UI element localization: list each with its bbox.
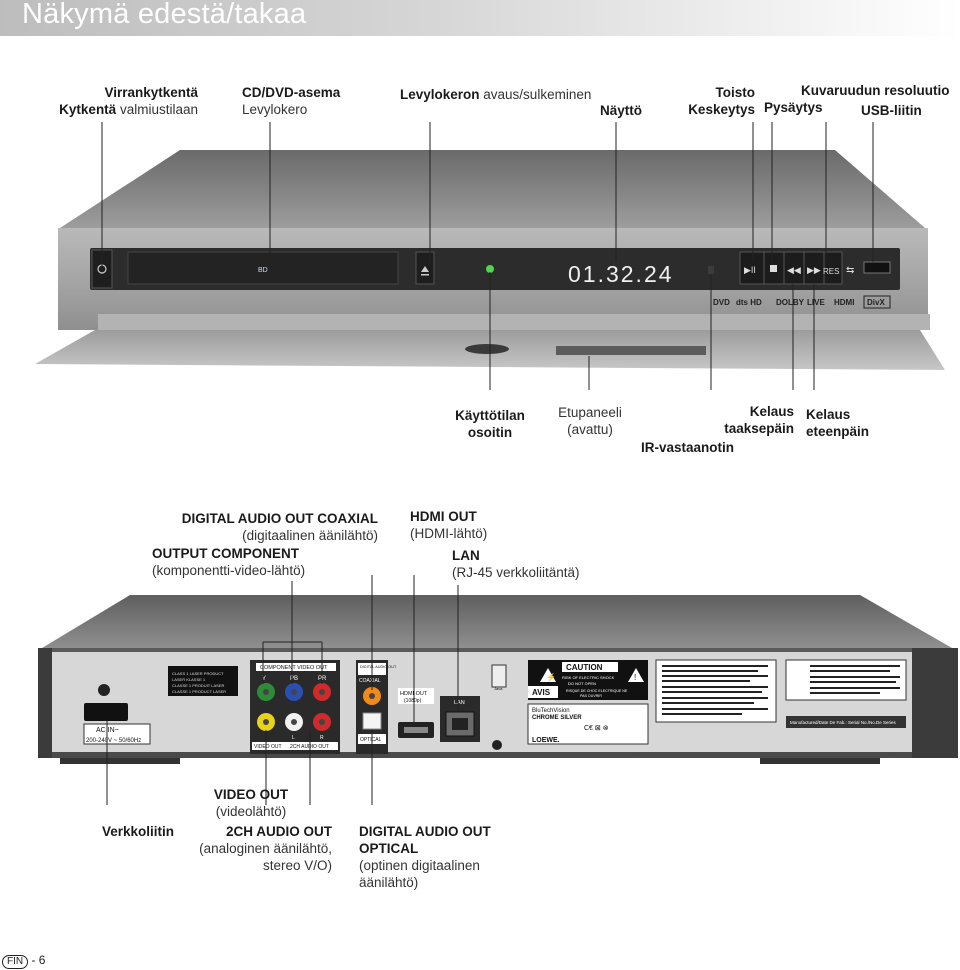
- label-disc-drive: CD/DVD-asema Levylokero: [242, 85, 341, 117]
- svg-text:LASER KLASSE 1: LASER KLASSE 1: [172, 677, 206, 682]
- rear-leader-lines: [106, 575, 459, 805]
- svg-text:Y: Y: [262, 676, 266, 682]
- title-band: [0, 0, 960, 36]
- svg-text:RISK OF ELECTRIC SHOCK: RISK OF ELECTRIC SHOCK: [562, 675, 615, 680]
- stop-icon: [770, 265, 777, 272]
- svg-text:DOLBY: DOLBY: [776, 298, 805, 307]
- rear-top-cover: [42, 595, 952, 648]
- svg-text:DO NOT OPEN: DO NOT OPEN: [568, 681, 596, 686]
- optical-text: OPTICAL: [360, 737, 382, 743]
- label-usb: USB-liitin: [861, 103, 922, 118]
- svg-text:PAS OUVRIR: PAS OUVRIR: [580, 694, 602, 698]
- svg-text:HDMI: HDMI: [834, 298, 854, 307]
- label-power-inlet: Verkkoliitin: [102, 824, 175, 839]
- audio-out-text: 2CH AUDIO OUT: [290, 744, 329, 750]
- language-badge: FIN: [2, 955, 29, 969]
- mode-indicator-led: [486, 265, 494, 273]
- svg-text:DVD: DVD: [713, 298, 730, 307]
- svg-text:RISQUE DE CHOC ELECTRIQUE NE: RISQUE DE CHOC ELECTRIQUE NE: [566, 689, 628, 693]
- res-button-text: RES: [823, 267, 839, 276]
- label-optical-out: DIGITAL AUDIO OUT OPTICAL (optinen digit…: [359, 824, 491, 890]
- label-power: Virrankytkentä Kytkentä valmiustilaan: [59, 85, 198, 117]
- label-2ch-audio-out: 2CH AUDIO OUT (analoginen äänilähtö, ste…: [199, 824, 332, 873]
- svg-text:PR: PR: [318, 676, 327, 682]
- svg-text:CLASS 1 LASER PRODUCT: CLASS 1 LASER PRODUCT: [172, 671, 224, 676]
- rewind-icon: ◀◀: [787, 265, 801, 275]
- screw-icon: [98, 684, 110, 696]
- svg-text:PB: PB: [290, 676, 298, 682]
- svg-text:L: L: [292, 735, 295, 741]
- ir-receiver: [708, 266, 714, 274]
- front-device-illustration: BD 01.32.24 ▶II ◀◀ ▶▶ RES ⇆ DVD dts HD D…: [35, 122, 945, 390]
- av-output-block: [250, 660, 340, 754]
- caution-title: CAUTION: [566, 663, 603, 672]
- usb-icon: ⇆: [846, 265, 854, 276]
- label-forward: Kelaus eteenpäin: [806, 407, 870, 439]
- label-resolution: Kuvaruudun resoluutio: [801, 83, 950, 98]
- page-footer: FIN - 6: [2, 953, 45, 969]
- disc-tray: [127, 251, 399, 285]
- svg-text:dts HD: dts HD: [736, 298, 762, 307]
- label-lan: LAN (RJ-45 verkkoliitäntä): [452, 548, 580, 580]
- label-ir-receiver: IR-vastaanotin: [641, 440, 735, 455]
- digital-audio-text: DIGITAL AUDIO OUT: [360, 665, 397, 669]
- svg-text:BluTechVision: BluTechVision: [532, 708, 570, 714]
- svg-text:CLASSE 1 PRODUIT LASER: CLASSE 1 PRODUIT LASER: [172, 683, 225, 688]
- label-component: OUTPUT COMPONENT (komponentti-video-läht…: [152, 546, 306, 578]
- play-pause-icon: ▶II: [744, 265, 756, 275]
- video-out-text: VIDEO OUT: [254, 744, 282, 750]
- svg-text:!: !: [634, 673, 636, 682]
- svg-text:DivX: DivX: [867, 298, 885, 307]
- svg-text:C€ ⊠ ⊗: C€ ⊠ ⊗: [584, 725, 609, 732]
- ac-rating-text: 200-240V ~ 50/60Hz: [86, 738, 141, 744]
- label-rewind: Kelaus taaksepäin: [724, 404, 794, 436]
- front-leader-lines: [101, 122, 874, 390]
- forward-icon: ▶▶: [807, 265, 821, 275]
- bluray-logo-text: BD: [258, 267, 268, 274]
- avis-title: AVIS: [532, 688, 551, 697]
- label-stop: Pysäytys: [764, 100, 823, 115]
- label-hdmi-out: HDMI OUT (HDMI-lähtö): [410, 509, 488, 541]
- flap-window: [556, 346, 706, 355]
- svg-text:⚡: ⚡: [546, 672, 556, 682]
- svg-text:R: R: [320, 735, 324, 741]
- eject-icon: [421, 266, 429, 272]
- page-number: - 6: [31, 953, 46, 967]
- laser-class-label: [168, 666, 238, 696]
- brand-logo-text: LOEWE.: [532, 737, 560, 744]
- optical-port: [362, 712, 382, 730]
- svg-text:Java: Java: [494, 686, 503, 691]
- lan-text: LAN: [454, 700, 465, 706]
- model-label: [527, 703, 649, 745]
- screw-icon: [492, 740, 502, 750]
- svg-text:CHROME SILVER: CHROME SILVER: [532, 715, 582, 721]
- svg-text:LIVE: LIVE: [807, 298, 825, 307]
- format-logos: DVD dts HD DOLBY LIVE HDMI DivX: [713, 295, 891, 309]
- usb-port: [863, 261, 891, 274]
- flap-handle: [465, 344, 509, 354]
- label-mode-indicator: Käyttötilan osoitin: [455, 408, 525, 440]
- rear-device-illustration: AC IN~ 200-240V ~ 50/60Hz CLASS 1 LASER …: [38, 575, 958, 805]
- component-header-text: COMPONENT VIDEO OUT: [260, 665, 328, 671]
- device-top-cover: [60, 150, 925, 228]
- hdmi-res-text: (1080p): [404, 698, 422, 704]
- svg-text:CLASSE 1 PRODUCT LASER: CLASSE 1 PRODUCT LASER: [172, 689, 226, 694]
- display-time: 01.32.24: [568, 261, 674, 287]
- page-title: Näkymä edestä/takaa: [22, 0, 307, 30]
- ac-power-inlet: [84, 703, 128, 721]
- serial-number-text: Manufactured/Date De Fab.: Serial No./No…: [790, 720, 897, 725]
- label-video-out: VIDEO OUT (videolähtö): [213, 787, 289, 819]
- label-tray-open-close: Levylokeron avaus/sulkeminen: [400, 87, 592, 102]
- label-play-pause: Toisto Keskeytys: [688, 85, 755, 117]
- label-display: Näyttö: [600, 103, 643, 118]
- label-front-panel: Etupaneeli (avattu): [558, 405, 622, 437]
- label-digital-coaxial: DIGITAL AUDIO OUT COAXIAL (digitaalinen …: [181, 511, 378, 543]
- coaxial-text: COAXIAL: [359, 678, 381, 684]
